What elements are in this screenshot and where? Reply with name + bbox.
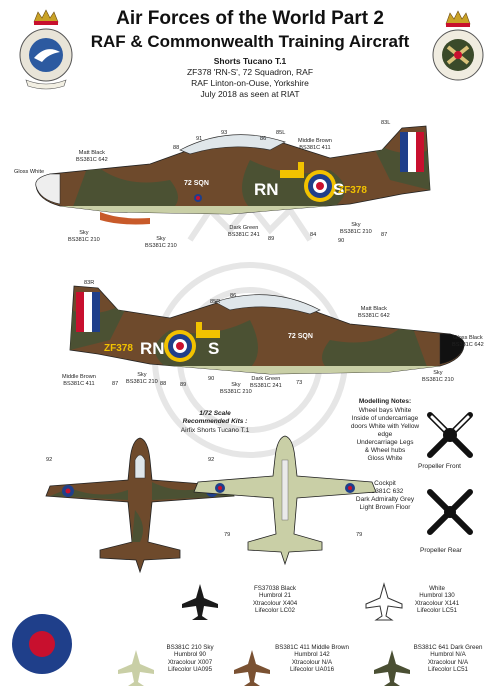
cockpit-notes: Cockpit BS381C 632 Dark Admiralty Grey L… [355, 480, 415, 511]
swatch-green-silhouette [374, 650, 410, 686]
recommended-kits-label: Recommended Kits : [182, 418, 248, 425]
swatch-green-label: BS381C 641 Dark Green Humbrol N/A Xtraco… [413, 644, 483, 674]
modelling-notes-heading: Modelling Notes: [358, 398, 412, 405]
callout-sky-mid-1: Sky BS381C 210 [145, 236, 177, 249]
swatch-brown-silhouette [234, 650, 270, 686]
ref-89-2: 89 [180, 382, 187, 388]
swatch-sky-label: BS381C 210 Sky Humbrol 90 Xtracolour X00… [166, 644, 214, 674]
page-subtitle: RAF & Commonwealth Training Aircraft [90, 32, 410, 51]
ref-79-right: 79 [356, 532, 363, 538]
aircraft-serial: ZF378 'RN-S', 72 Squadron, RAF [186, 67, 314, 77]
swatch-sky-silhouette [118, 650, 154, 686]
callout-middle-brown-1: Middle Brown BS381C 411 [298, 138, 332, 151]
raf-roundel [12, 614, 72, 674]
propeller-rear-icon [427, 489, 473, 535]
callout-sky-mid-2: Sky BS381C 210 [220, 382, 252, 395]
swatch-brown-label: BS381C 411 Middle Brown Humbrol 142 Xtra… [275, 644, 349, 674]
ref-90-1: 90 [338, 238, 345, 244]
page-title: Air Forces of the World Part 2 [116, 8, 384, 29]
side-profile-right-view [69, 285, 465, 375]
callout-sky-right-1: Sky BS381C 210 [340, 222, 372, 235]
callout-matt-black-2: Matt Black BS381C 642 [358, 306, 390, 319]
serial-text-2: ZF378 [104, 343, 133, 354]
propeller-rear-label: Propeller Rear [420, 547, 462, 554]
callout-sky-left-1: Sky BS381C 210 [68, 230, 100, 243]
recommended-kit: Airfix Shorts Tucano T.1 [180, 427, 250, 434]
sqn-text-1: 72 SQN [184, 180, 209, 187]
propeller-front-label: Propeller Front [418, 463, 461, 470]
propeller-front-icon [427, 412, 473, 458]
code-letters-2: RN [140, 339, 165, 358]
side-profile-left-view [35, 125, 431, 225]
plan-view-lower [193, 435, 377, 566]
aircraft-date: July 2018 as seen at RIAT [200, 89, 300, 99]
code-letter-s-2: S [208, 339, 220, 358]
ref-90-2: 90 [208, 376, 215, 382]
serial-text-1: ZF378 [338, 185, 367, 196]
ref-92-left: 92 [46, 457, 53, 463]
ref-84-1: 84 [310, 232, 317, 238]
ref-87-1: 87 [381, 232, 388, 238]
swatch-white-silhouette [365, 582, 403, 621]
aircraft-model: Shorts Tucano T.1 [213, 56, 287, 66]
ref-83l-1: 83L [381, 120, 391, 126]
raf-badge-right [432, 10, 484, 81]
callout-gloss-black-2: Gloss Black BS381C 642 [452, 335, 484, 348]
ref-73-2: 73 [296, 380, 303, 386]
ref-92-right: 92 [208, 457, 215, 463]
ref-83r-2: 83R [84, 280, 95, 286]
ref-93-1: 93 [221, 130, 228, 136]
callout-dark-green-1: Dark Green BS381C 241 [228, 225, 260, 238]
callout-sky-right-2: Sky BS381C 210 [422, 370, 454, 383]
ref-85r-2: 85R [210, 299, 221, 305]
code-letter-s-1: S [333, 180, 345, 199]
callout-middle-brown-2: Middle Brown BS381C 411 [62, 374, 96, 387]
swatch-white-label: White Humbrol 130 Xtracolour X141 Lifeco… [414, 585, 460, 615]
aircraft-base: RAF Linton-on-Ouse, Yorkshire [191, 78, 309, 88]
squadron-badge-left [19, 9, 73, 90]
callout-gloss-white-1: Gloss White [14, 169, 45, 175]
scale-label: 1/72 Scale [199, 410, 231, 417]
ref-86-2: 86 [230, 293, 237, 299]
ref-86-1: 86 [260, 136, 267, 142]
swatch-black-label: FS37038 Black Humbrol 21 Xtracolour X404… [252, 585, 298, 615]
ref-89-1: 89 [268, 236, 275, 242]
callout-dark-green-2: Dark Green BS381C 241 [250, 376, 282, 389]
modelling-notes-body: Wheel bays White Inside of undercarriage… [350, 407, 420, 462]
code-letters-1: RN [254, 180, 279, 199]
callout-matt-black-1: Matt Black BS381C 642 [76, 150, 108, 163]
swatch-black-silhouette [182, 584, 218, 620]
ref-88-1: 88 [173, 145, 180, 151]
ref-87-2: 87 [112, 381, 119, 387]
callout-sky-left-2: Sky BS381C 210 [126, 372, 158, 385]
sqn-text-2: 72 SQN [288, 333, 313, 340]
ref-85l-1: 85L [276, 130, 286, 136]
ref-88-2: 88 [160, 381, 167, 387]
ref-91-1: 91 [196, 136, 203, 142]
ref-79-left: 79 [224, 532, 231, 538]
